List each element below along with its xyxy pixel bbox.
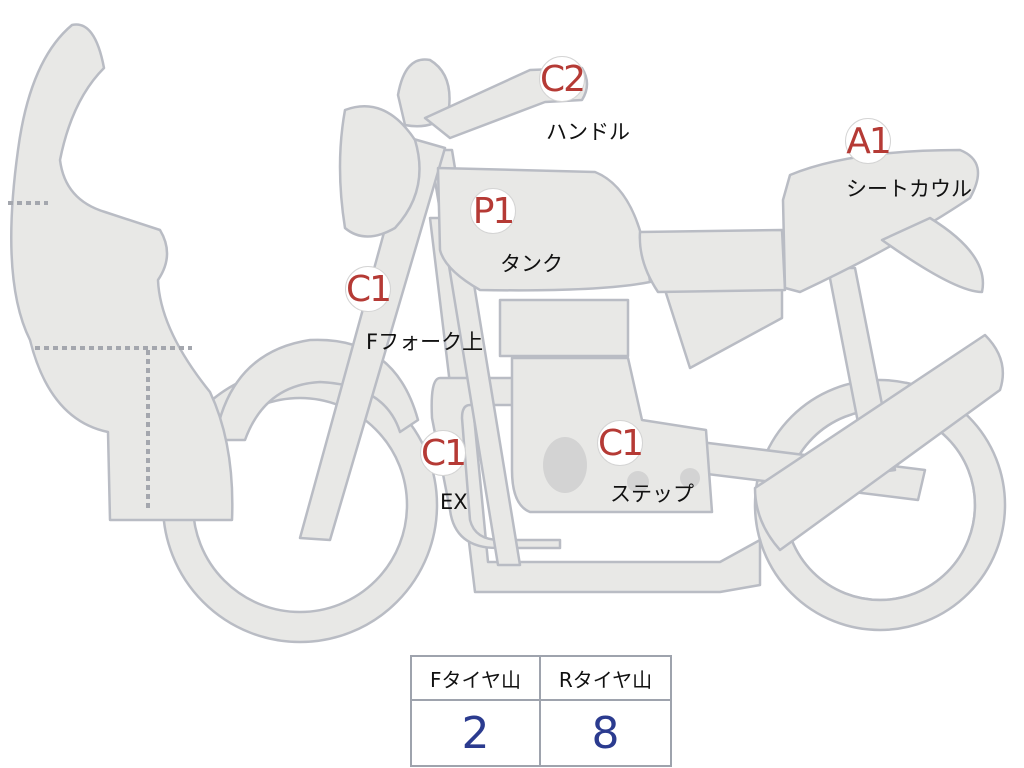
tail-fender — [880, 216, 985, 294]
side-cover — [663, 288, 784, 370]
step-bolt-left — [627, 471, 649, 493]
part-label-tank: タンク — [500, 252, 563, 276]
front-cowl — [10, 23, 234, 522]
part-label-step: ステップ — [610, 482, 694, 506]
part-label-exhaust: EX — [440, 490, 468, 514]
exhaust-pipe — [430, 376, 562, 550]
front-tire-header: Fタイヤ山 — [412, 657, 541, 701]
front-fork — [298, 136, 447, 542]
meter — [396, 58, 451, 128]
rear-tire-header: Rタイヤ山 — [541, 657, 670, 701]
headlight — [338, 105, 421, 238]
grade-marker-c1-fork: C1 — [345, 266, 392, 312]
muffler — [753, 333, 1005, 552]
engine-cylinder — [498, 298, 630, 358]
grade-marker-c1-step: C1 — [597, 420, 644, 466]
grade-marker-p1: P1 — [470, 188, 516, 234]
grade-marker-c2: C2 — [539, 56, 586, 102]
grade-marker-c1-exhaust: C1 — [420, 430, 467, 476]
engine-cover — [543, 437, 587, 493]
seat — [638, 228, 787, 294]
part-label-fork-upper: Fフォーク上 — [366, 330, 484, 354]
rear-tire-value: 8 — [591, 707, 620, 759]
front-tire-value: 2 — [412, 701, 541, 765]
step-bolt-right — [680, 468, 700, 488]
part-label-seat-cowl: シートカウル — [846, 177, 972, 201]
grade-marker-a1: A1 — [845, 118, 892, 164]
tire-tread-table: Fタイヤ山 Rタイヤ山 2 8 — [410, 655, 672, 767]
part-label-handle: ハンドル — [546, 120, 630, 144]
